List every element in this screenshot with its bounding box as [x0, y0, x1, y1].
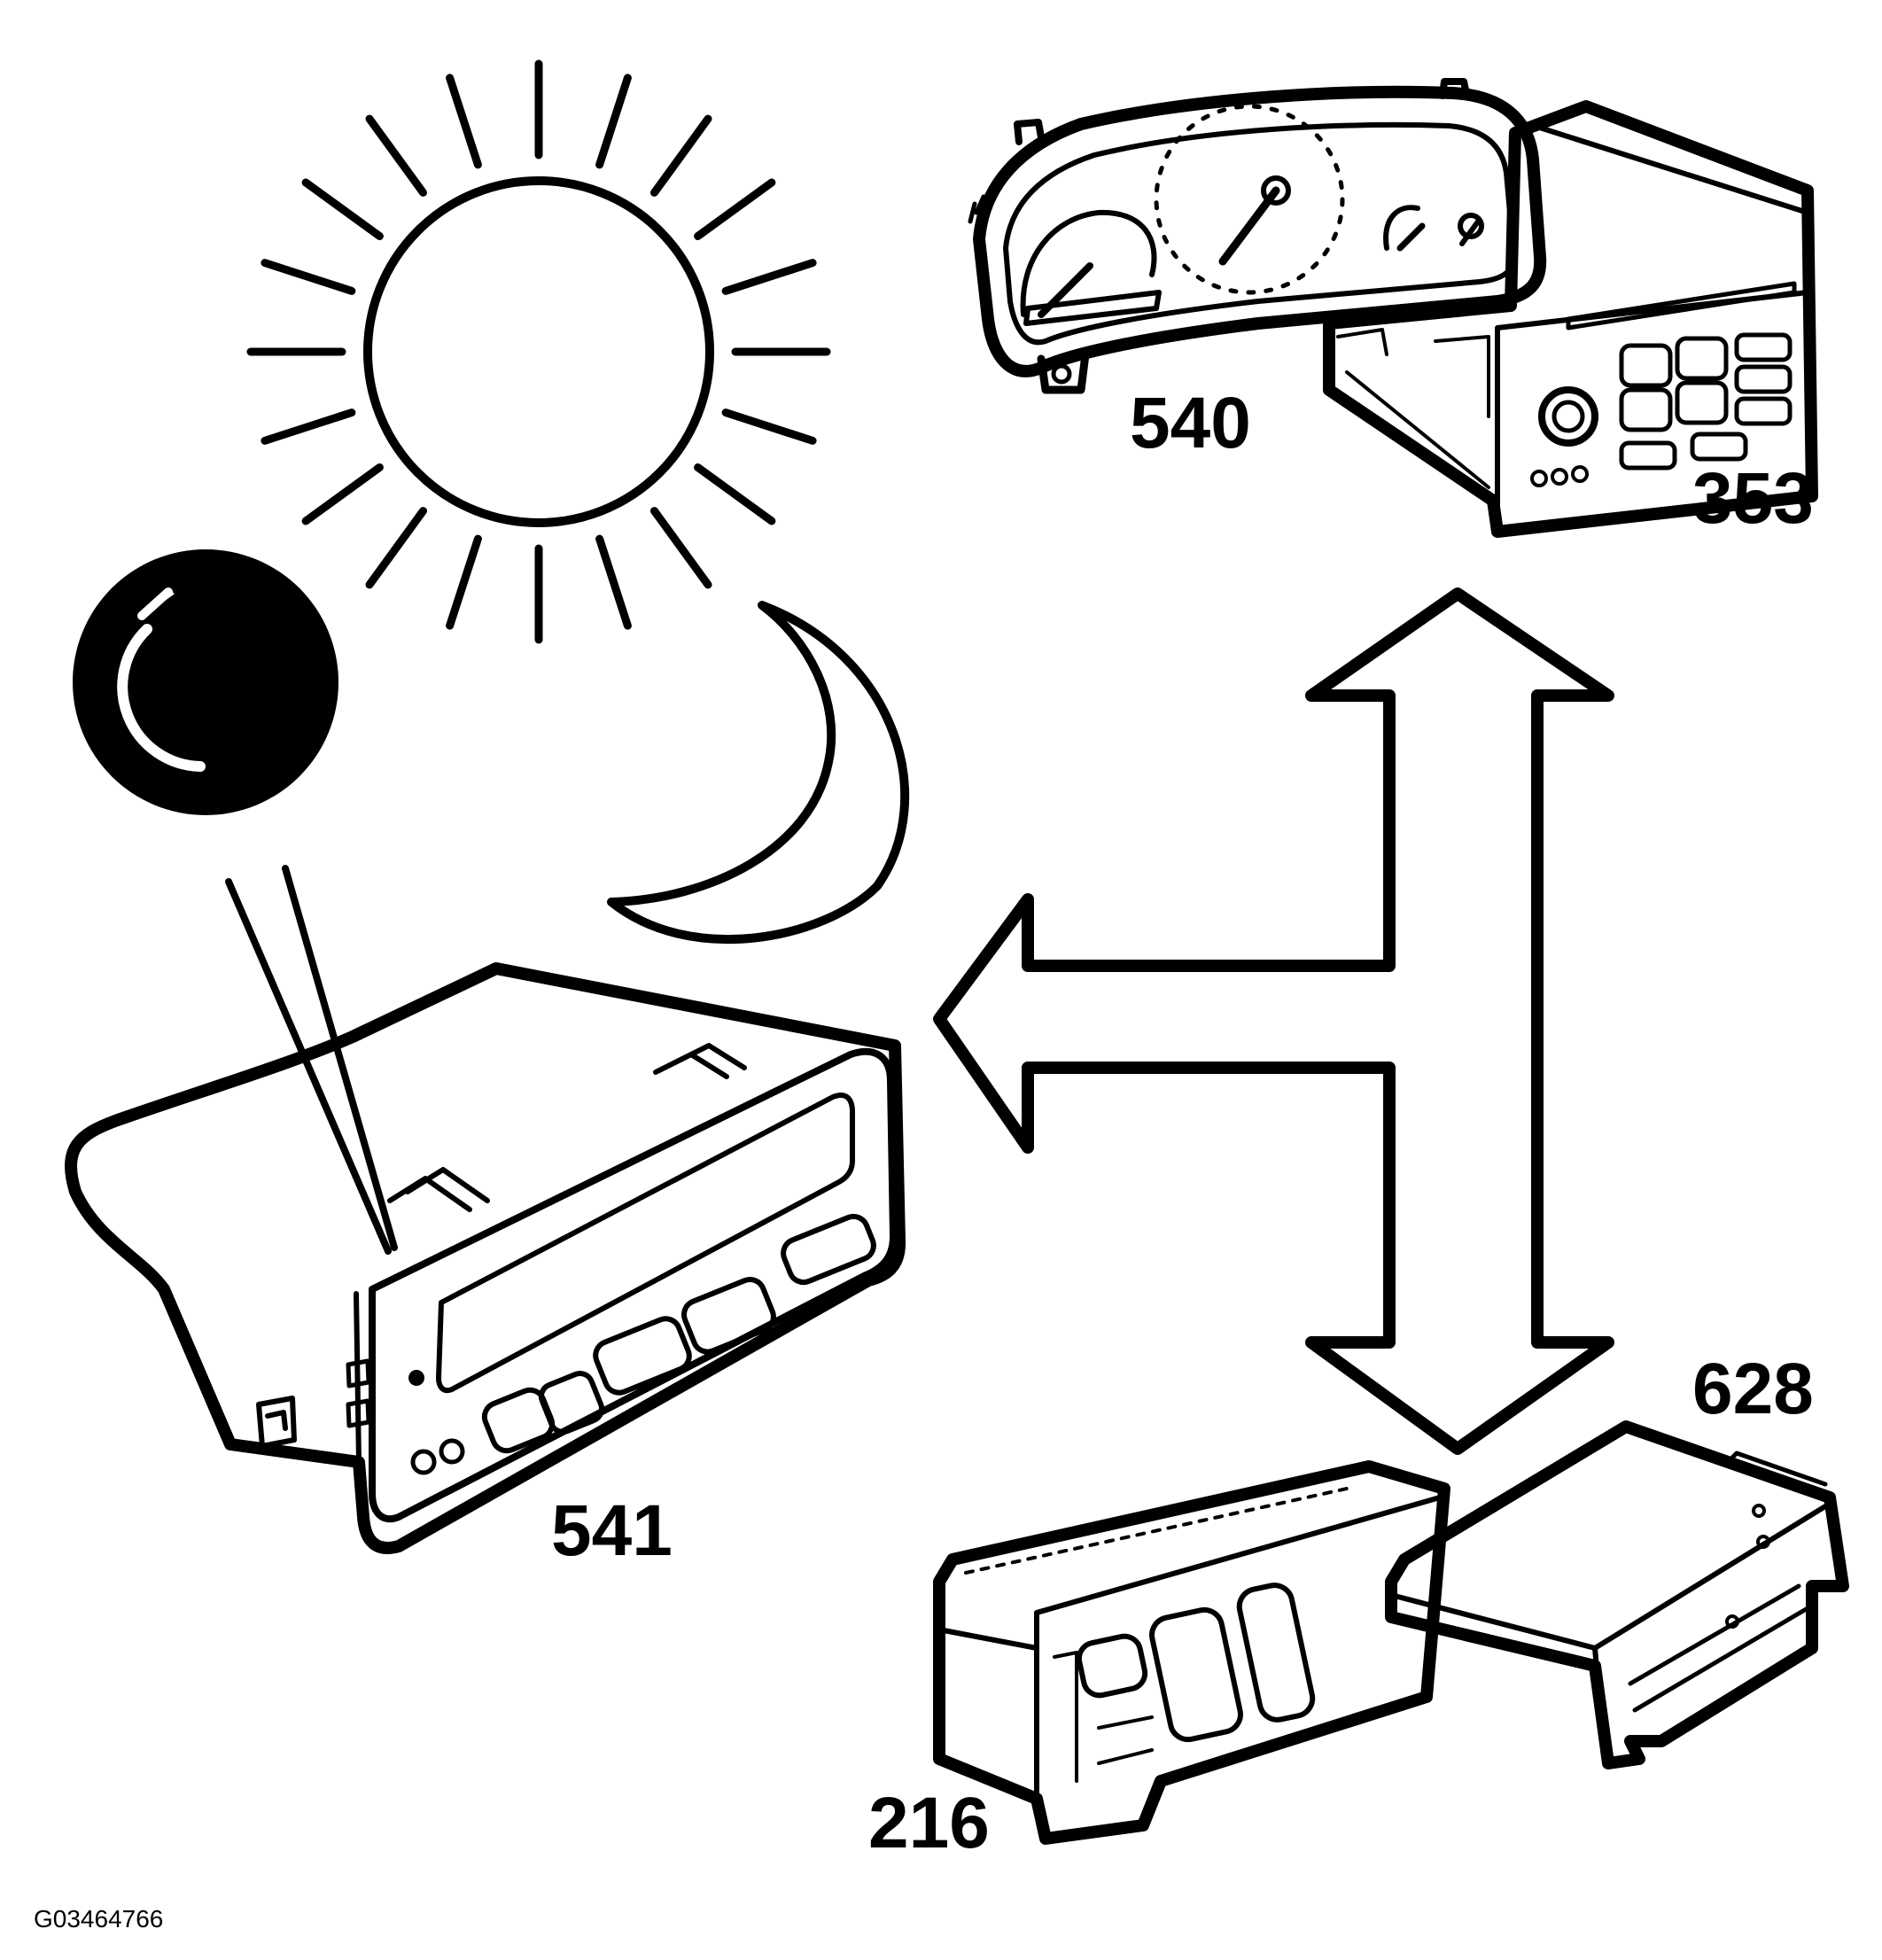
light-sensor-icon: [73, 549, 398, 1255]
sun-ray: [694, 463, 776, 525]
sun-ray: [650, 114, 712, 197]
figure-reference: G03464766: [34, 1905, 163, 1933]
sun-ray: [261, 408, 356, 445]
callout-628: 628: [1692, 1349, 1814, 1429]
instrument-cluster-540: [968, 78, 1547, 394]
sun-ray: [595, 534, 632, 630]
callout-216: 216: [868, 1783, 990, 1863]
sun-ray: [650, 507, 712, 589]
sun-ray: [721, 408, 817, 445]
display-unit-541: [65, 962, 906, 1554]
sun-ray: [446, 534, 482, 630]
callout-540: 540: [1130, 383, 1251, 463]
sun-icon: [246, 59, 831, 644]
control-module-628: [1385, 1420, 1849, 1769]
sun-ray: [595, 74, 632, 169]
callout-353: 353: [1692, 458, 1814, 539]
sun-ray: [301, 178, 384, 240]
sun-ray: [694, 178, 776, 240]
sun-ray: [301, 463, 384, 525]
sun-ray: [721, 259, 817, 295]
moon-icon: [607, 601, 910, 945]
sun-ray: [365, 507, 427, 589]
sun-ray: [365, 114, 427, 197]
sun-ray: [446, 74, 482, 169]
sun-ray: [261, 259, 356, 295]
data-flow-arrows: [933, 587, 1614, 1455]
callout-541: 541: [551, 1490, 673, 1571]
radio-unit-353: [1323, 100, 1818, 538]
control-module-216: [933, 1460, 1450, 1845]
